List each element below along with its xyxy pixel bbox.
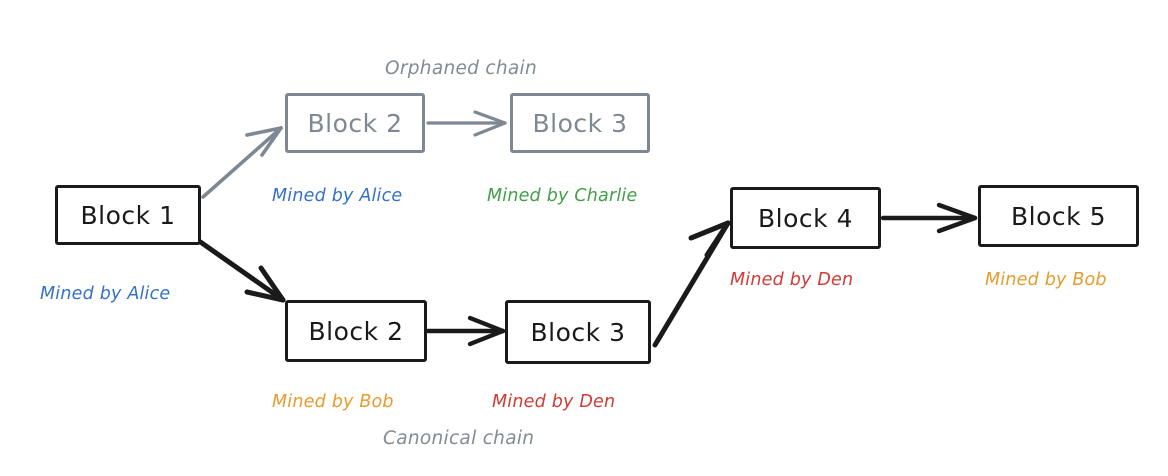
canonical-block-2-label: Block 2 [308, 316, 404, 346]
edge-canon-3-to-canon-4 [652, 220, 731, 348]
orphan-block-3-miner-label: Mined by Charlie [487, 186, 638, 206]
block-1[interactable]: Block 1 [55, 185, 201, 245]
orphan-block-3[interactable]: Block 3 [510, 93, 650, 153]
canonical-chain-label: Canonical chain [383, 428, 535, 449]
edge-canon-2-to-canon-3 [425, 315, 506, 347]
edge-genesis-to-orphan-2 [201, 126, 283, 199]
canonical-block-4-label: Block 4 [758, 203, 853, 233]
orphan-block-2-miner-label: Mined by Alice [272, 186, 403, 206]
canonical-block-3-label: Block 3 [530, 317, 626, 347]
canonical-block-3-miner-label: Mined by Den [492, 392, 616, 412]
canonical-block-3[interactable]: Block 3 [505, 300, 651, 364]
orphaned-chain-label: Orphaned chain [385, 58, 538, 79]
canonical-block-4-miner-label: Mined by Den [730, 270, 854, 290]
canonical-block-4[interactable]: Block 4 [730, 187, 881, 249]
orphan-block-3-label: Block 3 [532, 108, 628, 138]
canonical-block-2[interactable]: Block 2 [285, 300, 427, 362]
edge-orphan-2-to-orphan-3 [426, 110, 507, 137]
block-1-miner-label: Mined by Alice [40, 284, 171, 304]
canonical-block-5-miner-label: Mined by Bob [985, 270, 1107, 290]
canonical-block-2-miner-label: Mined by Bob [272, 392, 394, 412]
edge-canon-4-to-canon-5 [880, 202, 978, 234]
block-1-label: Block 1 [80, 200, 176, 230]
orphan-block-2-label: Block 2 [307, 108, 403, 138]
orphan-block-2[interactable]: Block 2 [285, 93, 425, 153]
canonical-block-5-label: Block 5 [1011, 201, 1106, 231]
canonical-block-5[interactable]: Block 5 [978, 185, 1139, 247]
edge-genesis-to-canon-2 [196, 238, 286, 303]
